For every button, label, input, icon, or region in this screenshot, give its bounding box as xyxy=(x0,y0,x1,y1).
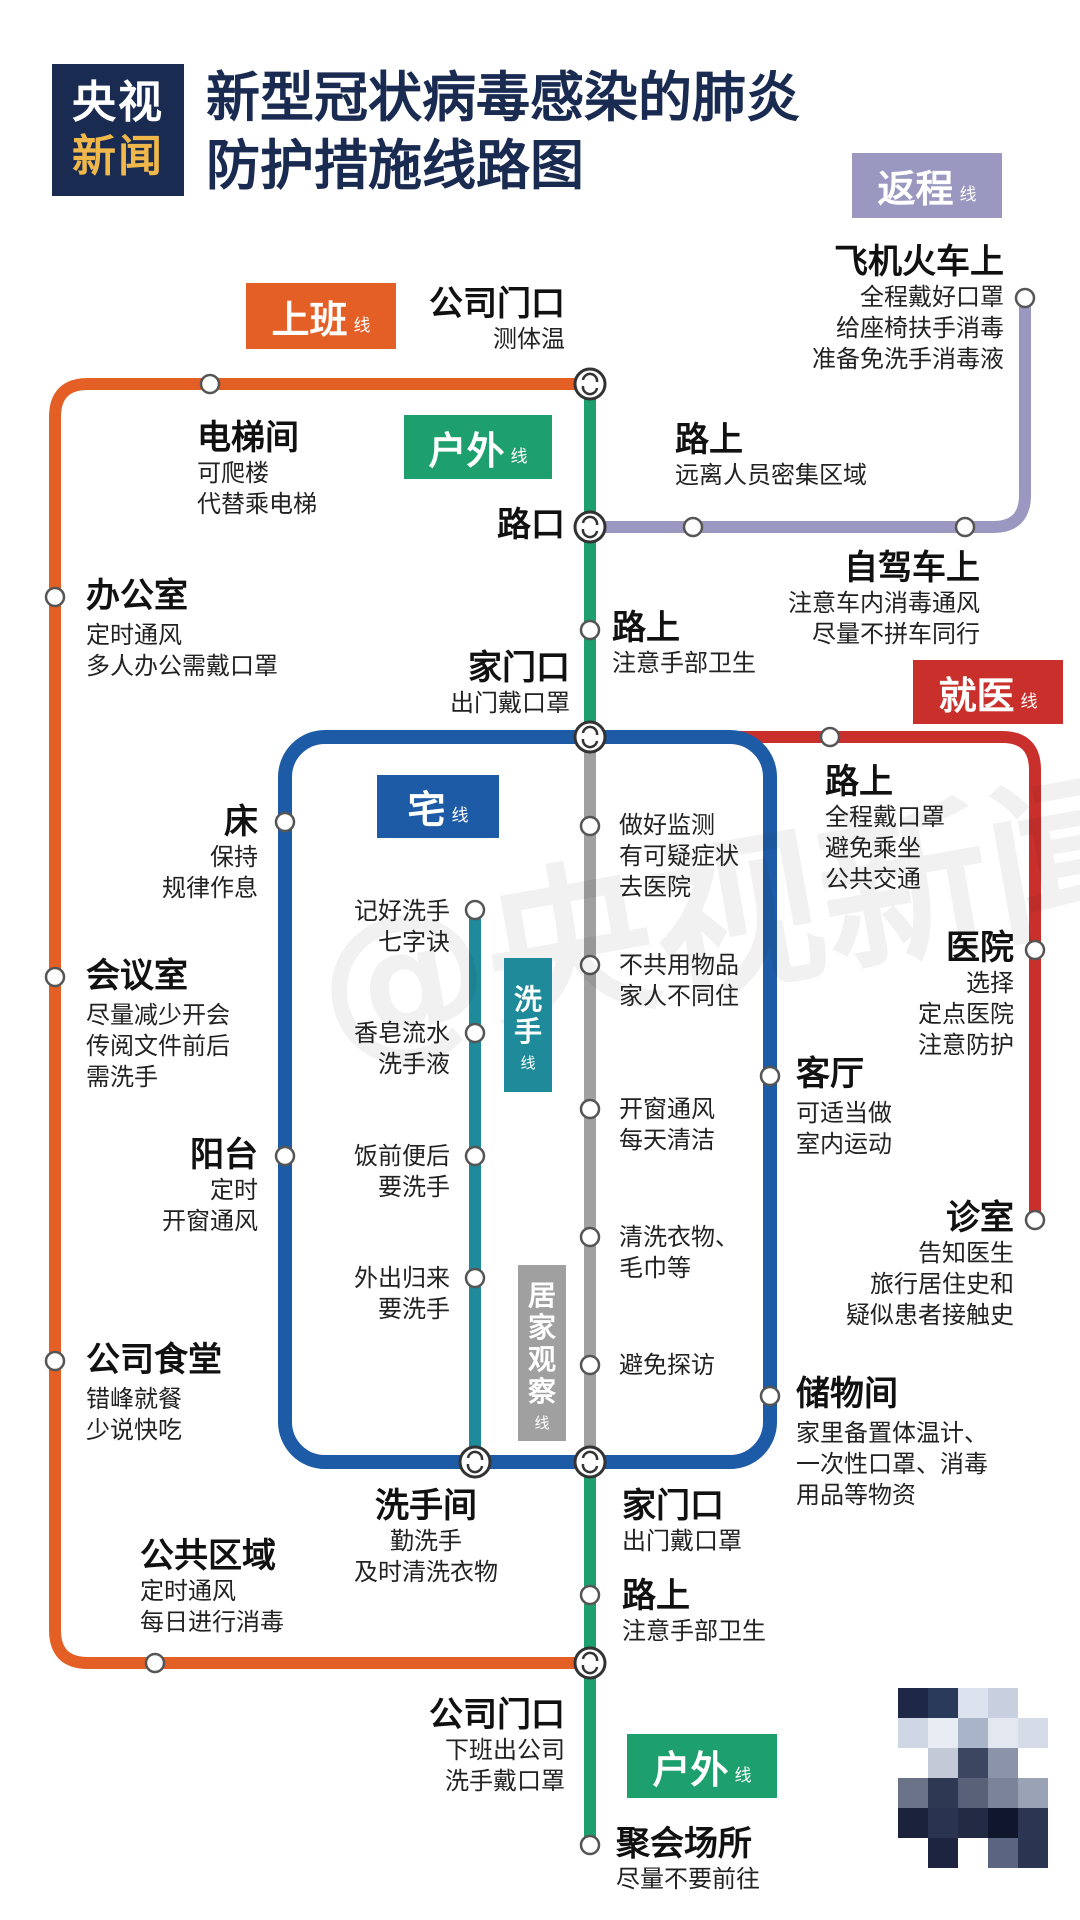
station-office: 办公室 定时通风 多人办公需戴口罩 xyxy=(86,576,278,680)
stop-clinic xyxy=(1024,1209,1046,1231)
stop-hw3 xyxy=(464,1145,486,1167)
transfer-home-gate-top xyxy=(573,720,607,754)
work-line xyxy=(49,378,590,1669)
station-canteen: 公司食堂 错峰就餐 少说快吃 xyxy=(86,1340,222,1444)
station-balcony: 阳台 定时 开窗通风 xyxy=(162,1135,258,1235)
station-company-gate-top: 公司门口 测体温 xyxy=(429,284,565,353)
logo-line-2: 新闻 xyxy=(72,131,164,182)
qr-code-image xyxy=(898,1688,1048,1878)
transfer-home-gate-bottom xyxy=(573,1445,607,1479)
stop-hw1 xyxy=(464,899,486,921)
stop-office xyxy=(44,586,66,608)
station-self-drive: 自驾车上 注意车内消毒通风 尽量不拼车同行 xyxy=(788,548,980,648)
station-home-gate-bottom: 家门口 出门戴口罩 xyxy=(622,1486,742,1555)
stop-road-medical xyxy=(819,726,841,748)
station-gathering: 聚会场所 尽量不要前往 xyxy=(616,1824,760,1893)
stop-living-room xyxy=(759,1065,781,1087)
stop-hospital xyxy=(1024,939,1046,961)
station-plane-train: 飞机火车上 全程戴好口罩 给座椅扶手消毒 准备免洗手消毒液 xyxy=(812,242,1004,373)
line-tag-return: 返程线 xyxy=(852,153,1002,218)
line-tag-medical: 就医线 xyxy=(913,660,1063,724)
stop-hw2 xyxy=(464,1022,486,1044)
station-washroom: 洗手间 勤洗手 及时清洗衣物 xyxy=(354,1486,498,1586)
stop-self-drive xyxy=(954,516,976,538)
station-clinic: 诊室 告知医生 旅行居住史和 疑似患者接触史 xyxy=(846,1198,1014,1329)
stop-hw4 xyxy=(464,1267,486,1289)
stop-balcony xyxy=(274,1145,296,1167)
transfer-washroom xyxy=(458,1445,492,1479)
line-tag-handwash: 洗手线 xyxy=(504,958,552,1092)
handwash-stop-2: 香皂流水 洗手液 xyxy=(354,1019,450,1078)
station-road-medical: 路上 全程戴口罩 避免乘坐 公共交通 xyxy=(825,762,945,893)
stop-ob1 xyxy=(579,815,601,837)
station-crossing: 路口 xyxy=(497,505,565,545)
title-line-1: 新型冠状病毒感染的肺炎 xyxy=(206,66,800,129)
station-home-gate-top: 家门口 出门戴口罩 xyxy=(450,648,570,717)
stop-ob5 xyxy=(579,1354,601,1376)
stop-public-area xyxy=(144,1652,166,1674)
stop-elevator xyxy=(199,373,221,395)
station-road-return: 路上 远离人员密集区域 xyxy=(675,420,867,489)
line-tag-observe: 居家观察线 xyxy=(518,1265,566,1441)
handwash-stop-1: 记好洗手 七字诀 xyxy=(354,897,450,956)
station-road-outdoor-top: 路上 注意手部卫生 xyxy=(612,608,756,677)
return-line xyxy=(590,298,1031,533)
station-public-area: 公共区域 定时通风 每日进行消毒 xyxy=(140,1536,284,1636)
transfers xyxy=(458,367,607,1680)
stops xyxy=(44,287,1046,1856)
observe-stop-5: 避免探访 xyxy=(619,1351,715,1379)
stop-road-return xyxy=(682,516,704,538)
handwash-stop-4: 外出归来 要洗手 xyxy=(354,1264,450,1323)
observe-stop-1: 做好监测 有可疑症状 去医院 xyxy=(619,811,739,901)
logo-line-1: 央视 xyxy=(72,77,164,128)
stop-storage xyxy=(759,1385,781,1407)
line-tag-home: 宅线 xyxy=(377,775,499,838)
page-title: 新型冠状病毒感染的肺炎 防护措施线路图 xyxy=(206,64,800,200)
station-storage: 储物间 家里备置体温计、 一次性口罩、消毒 用品等物资 xyxy=(796,1374,988,1509)
stop-meeting-room xyxy=(44,966,66,988)
observe-stop-2: 不共用物品 家人不同住 xyxy=(619,951,739,1010)
observe-stop-3: 开窗通风 每天清洁 xyxy=(619,1095,715,1154)
stop-canteen xyxy=(44,1350,66,1372)
title-line-2: 防护措施线路图 xyxy=(206,134,584,197)
station-bed: 床 保持 规律作息 xyxy=(162,802,258,902)
home-line xyxy=(278,730,777,1469)
stop-ob3 xyxy=(579,1098,601,1120)
stop-ob4 xyxy=(579,1226,601,1248)
transfer-crossing xyxy=(573,510,607,544)
medical-line xyxy=(590,731,1041,1220)
line-tag-work: 上班线 xyxy=(246,283,396,349)
transfer-company-gate-bottom xyxy=(573,1646,607,1680)
line-tag-outdoor-top: 户外线 xyxy=(404,415,552,479)
transfer-company-gate-top xyxy=(573,367,607,401)
station-company-gate-bottom: 公司门口 下班出公司 洗手戴口罩 xyxy=(429,1695,565,1795)
stop-plane-train xyxy=(1014,287,1036,309)
line-tag-outdoor-bottom: 户外线 xyxy=(627,1734,777,1798)
stop-road-outdoor-top xyxy=(579,619,601,641)
stop-bed xyxy=(274,811,296,833)
station-elevator: 电梯间 可爬楼 代替乘电梯 xyxy=(197,418,317,518)
station-meeting-room: 会议室 尽量减少开会 传阅文件前后 需洗手 xyxy=(86,956,230,1091)
cctv-news-logo: 央视 新闻 xyxy=(52,64,184,196)
handwash-stop-3: 饭前便后 要洗手 xyxy=(354,1142,450,1201)
observe-stop-4: 清洗衣物、 毛巾等 xyxy=(619,1223,739,1282)
station-living-room: 客厅 可适当做 室内运动 xyxy=(796,1054,892,1158)
stop-ob2 xyxy=(579,954,601,976)
station-hospital: 医院 选择 定点医院 注意防护 xyxy=(918,928,1014,1059)
stop-gathering xyxy=(579,1834,601,1856)
stop-road-outdoor-bottom xyxy=(579,1584,601,1606)
station-road-outdoor-bottom: 路上 注意手部卫生 xyxy=(622,1576,766,1645)
